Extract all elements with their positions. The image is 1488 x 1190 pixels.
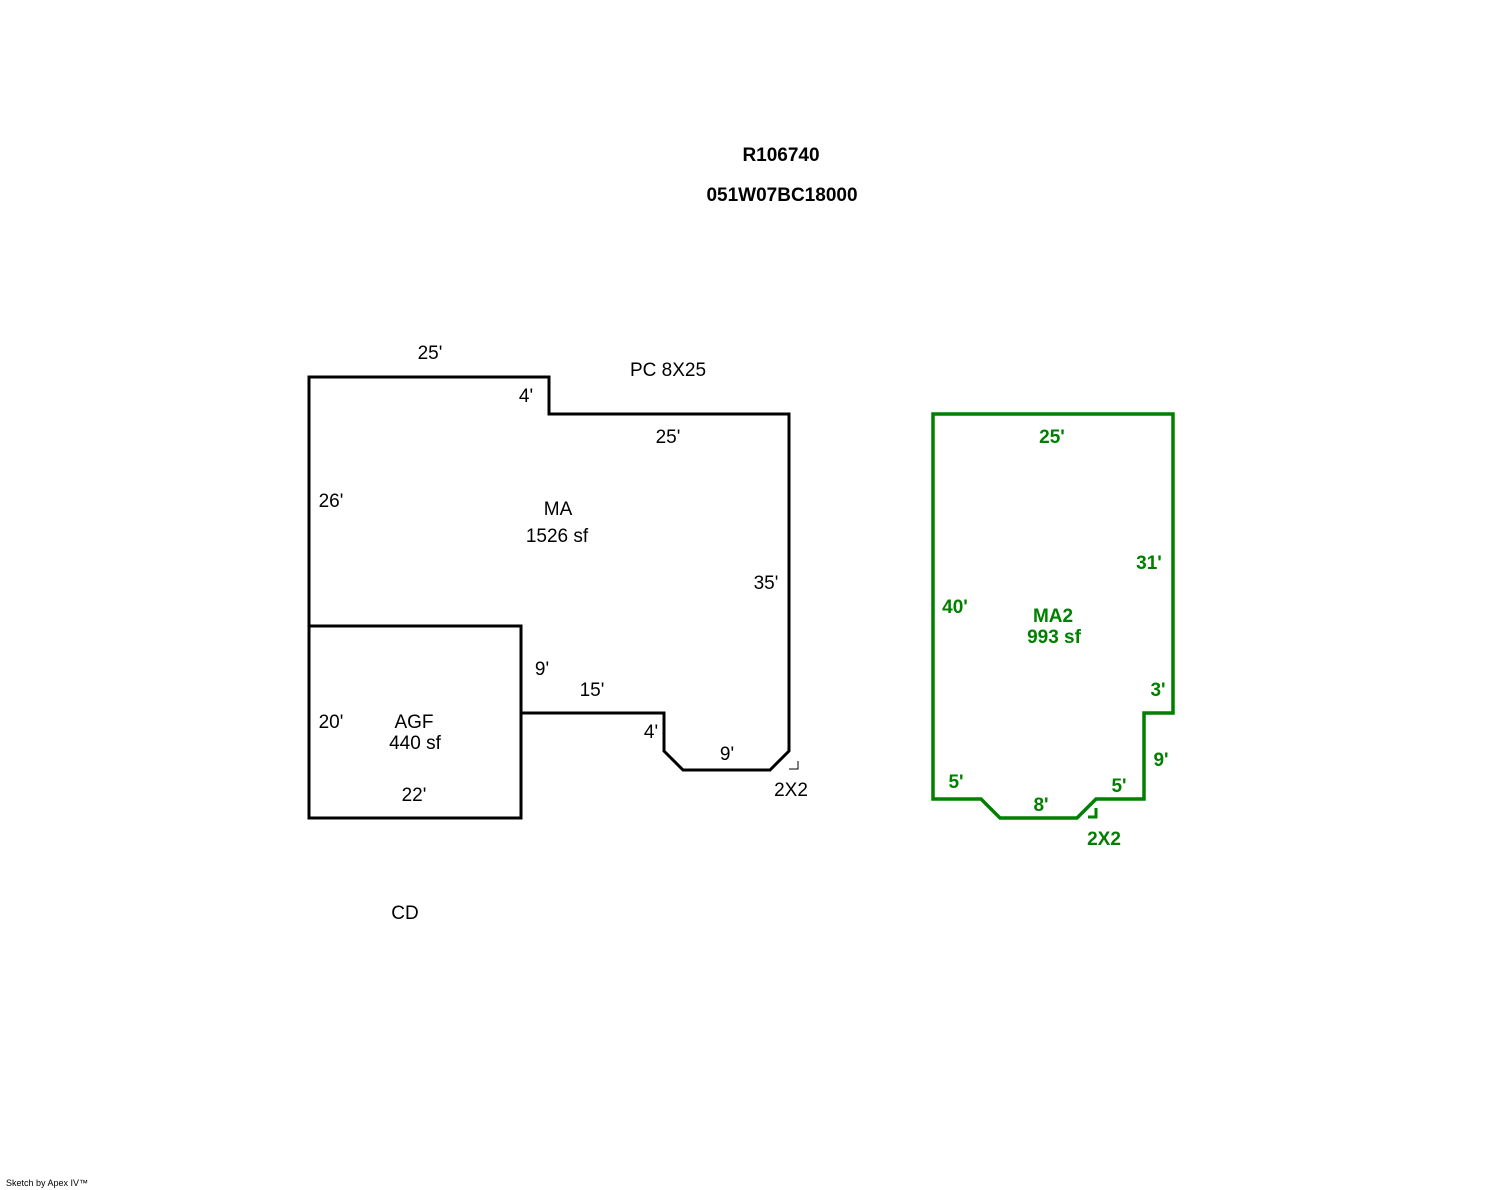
ma2-dim-left: 40' xyxy=(942,597,968,618)
corner-marker xyxy=(789,761,799,770)
ma2-dim-right-lower: 9' xyxy=(1153,750,1168,771)
ma2-dim-bottom-left: 5' xyxy=(948,772,963,793)
cd-label: CD xyxy=(391,903,418,924)
map-tax-lot: 051W07BC18000 xyxy=(706,185,857,206)
account-id: R106740 xyxy=(742,145,819,166)
ma2-corner-label: 2X2 xyxy=(1087,829,1121,850)
ma2-dim-bottom: 8' xyxy=(1033,795,1048,816)
ma2-dim-bottom-right: 5' xyxy=(1111,776,1126,797)
ma-dim-notch: 4' xyxy=(644,722,658,743)
agf-dim-left: 20' xyxy=(319,712,344,733)
porch-label: PC 8X25 xyxy=(630,360,706,381)
ma-dim-right: 35' xyxy=(754,573,779,594)
ma-dim-left: 26' xyxy=(319,491,344,512)
agf-dim-bottom: 22' xyxy=(402,785,427,806)
ma-name: MA xyxy=(544,499,573,520)
agf-area: 440 sf xyxy=(389,733,441,754)
agf-outline xyxy=(307,624,523,820)
ma2-name: MA2 xyxy=(1033,606,1073,627)
ma-dim-top: 25' xyxy=(418,343,443,364)
sketch-credit: Sketch by Apex IV™ xyxy=(6,1178,89,1188)
ma-area: 1526 sf xyxy=(526,526,589,547)
ma-dim-inner-v: 9' xyxy=(535,659,549,680)
ma-outline xyxy=(307,375,791,772)
ma2-area: 993 sf xyxy=(1027,627,1082,648)
ma2-outline xyxy=(931,412,1175,820)
ma-dim-bottom: 9' xyxy=(720,744,734,765)
ma2-dim-right: 31' xyxy=(1136,553,1162,574)
ma-corner-label: 2X2 xyxy=(774,780,808,801)
ma-dim-step: 4' xyxy=(519,386,533,407)
ma-dim-top-right: 25' xyxy=(656,427,681,448)
ma2-dim-top: 25' xyxy=(1039,427,1065,448)
ma-dim-inner-h: 15' xyxy=(580,680,605,701)
agf-name: AGF xyxy=(394,712,433,733)
ma2-corner-marker xyxy=(1088,808,1098,819)
ma2-dim-step: 3' xyxy=(1150,680,1165,701)
